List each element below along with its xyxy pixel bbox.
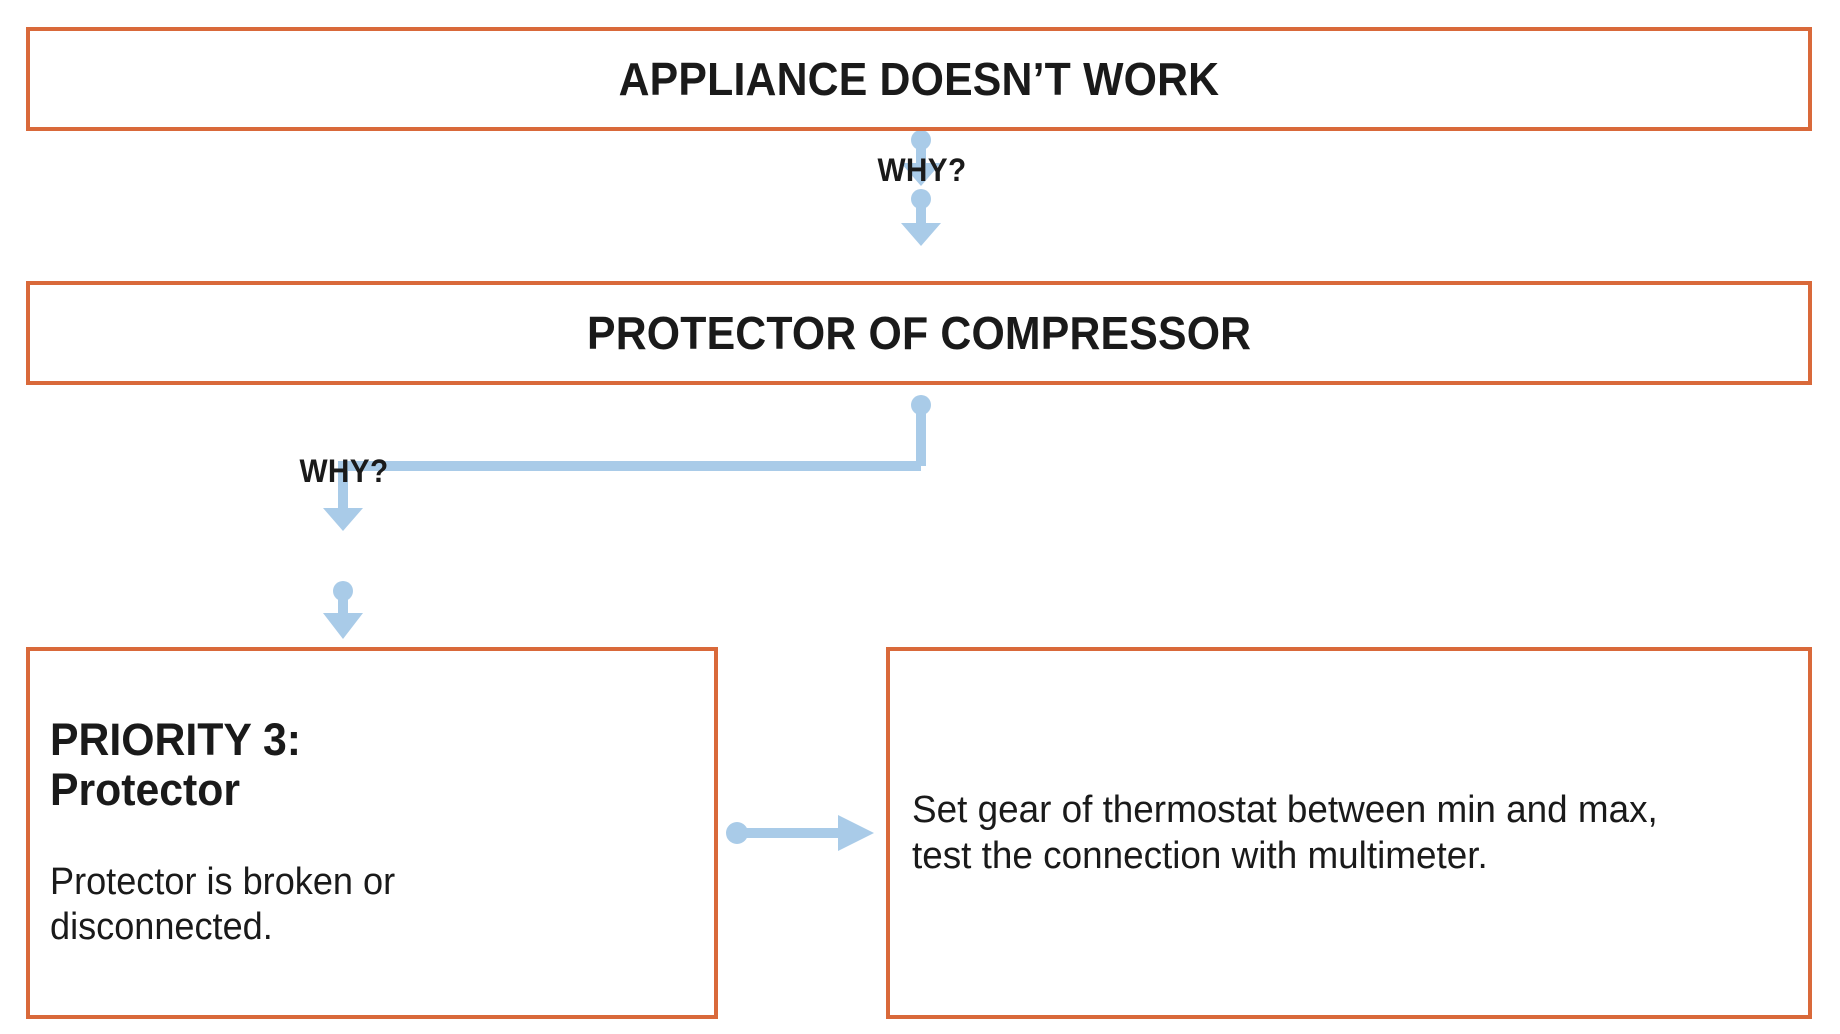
action-body: Set gear of thermostat between min and m… bbox=[912, 787, 1658, 880]
priority-body-line-2: disconnected. bbox=[50, 906, 273, 949]
arrow-why1-to-protector-compressor bbox=[901, 189, 941, 246]
node-action-test-thermostat[interactable]: Set gear of thermostat between min and m… bbox=[886, 647, 1812, 1019]
priority-body-line-1: Protector is broken or bbox=[50, 860, 396, 903]
why-label-1: WHY? bbox=[877, 152, 967, 188]
arrow-why2-to-priority bbox=[323, 581, 363, 639]
priority-body: Protector is broken or disconnected. bbox=[50, 860, 664, 951]
node-appliance-doesnt-work[interactable]: APPLIANCE DOESN’T WORK bbox=[26, 27, 1812, 131]
arrow-priority-to-action bbox=[726, 815, 874, 851]
priority-heading: PRIORITY 3: Protector bbox=[50, 714, 664, 816]
action-body-line-1: Set gear of thermostat between min and m… bbox=[912, 788, 1658, 831]
priority-heading-line-1: PRIORITY 3: bbox=[50, 714, 302, 766]
arrow-protector-compressor-to-why2 bbox=[323, 395, 931, 531]
node-appliance-label: APPLIANCE DOESN’T WORK bbox=[618, 53, 1220, 105]
priority-heading-line-2: Protector bbox=[50, 764, 241, 816]
why-label-2: WHY? bbox=[299, 453, 389, 489]
node-priority-3-protector[interactable]: PRIORITY 3: Protector Protector is broke… bbox=[26, 647, 718, 1019]
node-protector-compressor-label: PROTECTOR OF COMPRESSOR bbox=[586, 307, 1252, 359]
action-body-line-2: test the connection with multimeter. bbox=[912, 835, 1488, 877]
node-protector-of-compressor[interactable]: PROTECTOR OF COMPRESSOR bbox=[26, 281, 1812, 385]
